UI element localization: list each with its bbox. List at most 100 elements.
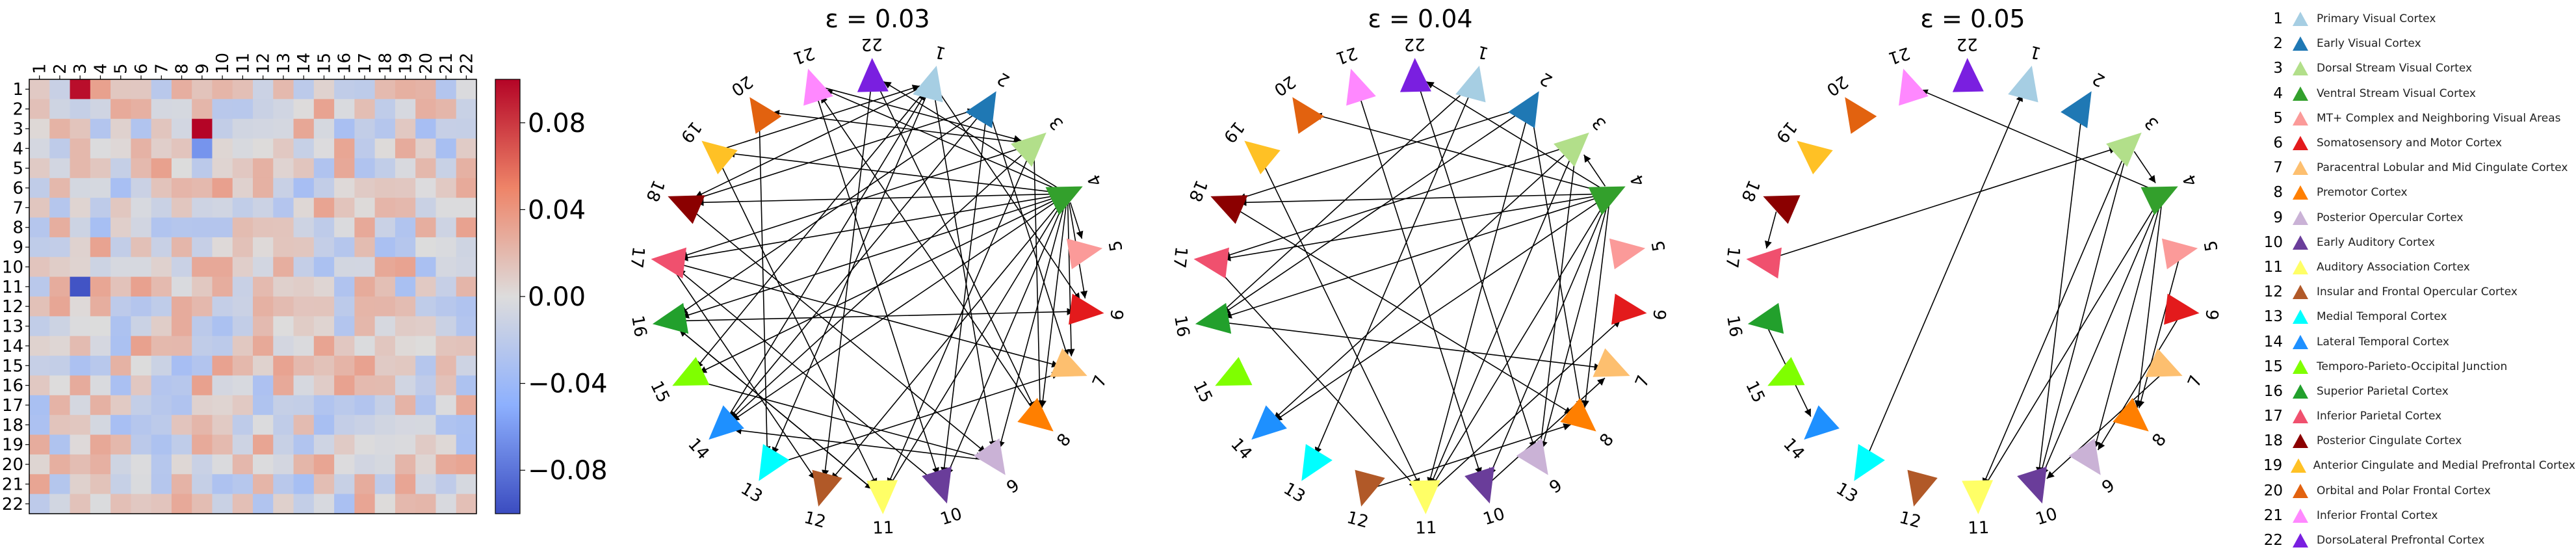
heatmap-cell bbox=[313, 198, 335, 218]
heatmap-cell bbox=[273, 257, 294, 278]
heatmap-cell bbox=[334, 158, 355, 179]
heatmap-cell bbox=[49, 99, 71, 120]
heatmap-cell bbox=[111, 237, 131, 257]
heatmap-cell bbox=[232, 99, 254, 120]
node-marker bbox=[1746, 247, 1782, 279]
heatmap-cell bbox=[313, 474, 335, 495]
heatmap-cell bbox=[212, 434, 233, 455]
heatmap-cell bbox=[29, 198, 50, 218]
heatmap-cell bbox=[49, 474, 71, 495]
heatmap-cell bbox=[111, 375, 131, 396]
legend-label: Paracentral Lobular and Mid Cingulate Co… bbox=[2317, 161, 2568, 175]
node-marker bbox=[1455, 65, 1486, 103]
heatmap-cell bbox=[212, 178, 233, 198]
row-tick-label: 20 bbox=[2, 455, 23, 475]
heatmap-cell bbox=[29, 138, 50, 159]
node-label: 12 bbox=[1897, 508, 1923, 533]
graph-edge bbox=[678, 308, 1074, 322]
node-marker bbox=[2161, 238, 2198, 270]
legend-label: Early Auditory Cortex bbox=[2317, 235, 2435, 249]
heatmap-cell bbox=[253, 316, 274, 337]
heatmap-cell bbox=[151, 198, 172, 218]
legend-label: Temporo-Parieto-Occipital Junction bbox=[2317, 360, 2508, 373]
heatmap-cell bbox=[395, 494, 416, 514]
heatmap-cell bbox=[111, 454, 131, 475]
graph-edge bbox=[1431, 201, 1606, 487]
heatmap-cell bbox=[456, 178, 477, 198]
heatmap-cell bbox=[334, 316, 355, 337]
heatmap-cell bbox=[436, 336, 457, 356]
row-tick-label: 15 bbox=[2, 356, 23, 376]
triangle-icon bbox=[2289, 135, 2311, 152]
heatmap-cell bbox=[70, 356, 91, 376]
heatmap-cell bbox=[151, 138, 172, 159]
heatmap-cell bbox=[90, 454, 111, 475]
graph-edge bbox=[1223, 146, 1568, 259]
heatmap-cell bbox=[293, 79, 315, 99]
heatmap-cell bbox=[253, 276, 274, 297]
graph-edge bbox=[1540, 202, 1609, 449]
node-marker bbox=[2068, 438, 2101, 475]
graph-edge bbox=[672, 268, 816, 480]
heatmap-cell bbox=[273, 336, 294, 356]
heatmap-cell bbox=[374, 336, 396, 356]
node-marker bbox=[1355, 469, 1385, 507]
graph-edge bbox=[1224, 196, 1602, 319]
heatmap-cell bbox=[334, 494, 355, 514]
colorbar-tick-label: 0.08 bbox=[528, 109, 586, 138]
heatmap-cell bbox=[354, 356, 376, 376]
node-label: 5 bbox=[1648, 239, 1669, 253]
col-tick-label: 16 bbox=[335, 53, 355, 74]
heatmap-cell bbox=[131, 198, 152, 218]
col-tick-label: 6 bbox=[132, 63, 151, 74]
heatmap-cell bbox=[151, 178, 172, 198]
heatmap-cell bbox=[436, 217, 457, 238]
heatmap-cell bbox=[374, 198, 396, 218]
heatmap-cell bbox=[70, 276, 91, 297]
heatmap-cell bbox=[374, 395, 396, 415]
heatmap-cell bbox=[192, 494, 213, 514]
heatmap-cell bbox=[374, 474, 396, 495]
legend-number: 6 bbox=[2273, 135, 2283, 152]
heatmap-cell bbox=[374, 217, 396, 238]
graph-edge bbox=[2134, 202, 2163, 408]
legend-label: Posterior Opercular Cortex bbox=[2317, 211, 2464, 224]
graph-edge bbox=[2092, 202, 2161, 449]
heatmap-cell bbox=[374, 297, 396, 317]
graph-edge bbox=[1039, 202, 1067, 408]
heatmap-cell bbox=[212, 336, 233, 356]
heatmap-cell bbox=[171, 158, 192, 179]
node-label: 21 bbox=[1333, 43, 1360, 68]
heatmap-cell bbox=[456, 415, 477, 436]
heatmap-cell bbox=[273, 79, 294, 99]
node-label: 4 bbox=[1084, 171, 1106, 189]
heatmap-cell bbox=[456, 257, 477, 278]
node-marker bbox=[652, 302, 689, 334]
heatmap-cell bbox=[354, 178, 376, 198]
triangle-icon bbox=[2289, 234, 2311, 251]
heatmap-cell bbox=[415, 217, 437, 238]
graph-edge bbox=[1431, 319, 1621, 492]
heatmap-cell bbox=[49, 375, 71, 396]
heatmap-cell bbox=[49, 257, 71, 278]
graph-edge bbox=[734, 427, 987, 461]
heatmap-cell bbox=[334, 434, 355, 455]
node-label: 9 bbox=[1546, 475, 1567, 497]
heatmap-cell bbox=[293, 198, 315, 218]
heatmap-cell bbox=[212, 395, 233, 415]
heatmap-cell bbox=[415, 494, 437, 514]
legend-number: 18 bbox=[2263, 432, 2283, 450]
row-tick-label: 12 bbox=[2, 297, 23, 317]
node-label: 10 bbox=[1481, 504, 1507, 529]
heatmap-cell bbox=[29, 356, 50, 376]
heatmap-cell bbox=[90, 237, 111, 257]
heatmap-cell bbox=[192, 79, 213, 99]
heatmap-cell bbox=[70, 257, 91, 278]
heatmap-cell bbox=[171, 237, 192, 257]
heatmap-cell bbox=[212, 118, 233, 139]
heatmap-cell bbox=[29, 316, 50, 337]
heatmap-cell bbox=[232, 217, 254, 238]
heatmap-cell bbox=[111, 336, 131, 356]
